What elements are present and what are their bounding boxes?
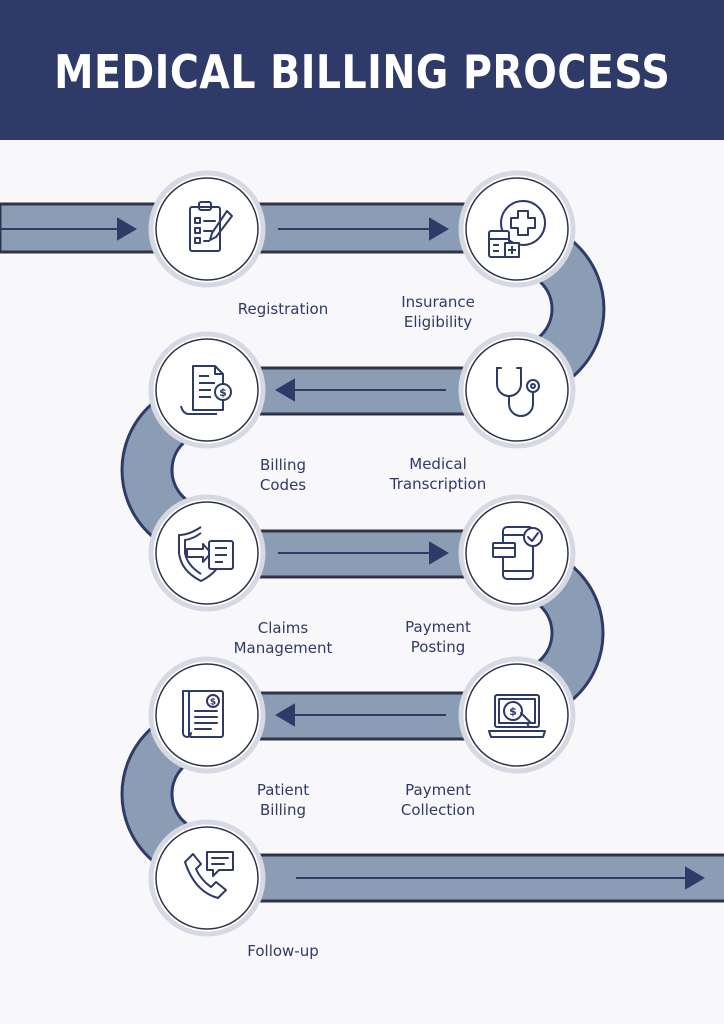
step-follow-up [148, 819, 266, 937]
label-medical-transcription: Medical Transcription [348, 454, 528, 494]
step-claims-management [148, 494, 266, 612]
label-line: Billing [260, 456, 306, 474]
header-banner: MEDICAL BILLING PROCESS [0, 0, 724, 140]
label-line: Follow-up [247, 942, 319, 960]
label-line: Posting [410, 638, 466, 656]
label-line: Transcription [389, 475, 487, 493]
label-billing-codes: Billing Codes [193, 455, 373, 495]
arrow-right-1 [117, 217, 137, 241]
step-patient-billing: $ [148, 656, 266, 774]
svg-text:$: $ [219, 386, 227, 399]
label-line: Payment [405, 618, 471, 636]
medical-cross-icon [488, 200, 546, 258]
phone-chat-icon [184, 851, 234, 899]
arrow-right-2 [429, 217, 449, 241]
label-line: Collection [400, 801, 476, 819]
label-registration: Registration [193, 299, 373, 319]
label-line: Insurance [401, 293, 475, 311]
step-insurance-eligibility [458, 170, 576, 288]
label-payment-collection: Payment Collection [348, 780, 528, 820]
step-medical-transcription [458, 331, 576, 449]
label-line: Payment [405, 781, 471, 799]
process-flow: $ [0, 170, 724, 937]
laptop-dollar-icon: $ [488, 694, 546, 738]
invoice-document-icon: $ [180, 365, 232, 415]
label-patient-billing: Patient Billing [193, 780, 373, 820]
step-registration [148, 170, 266, 288]
stethoscope-icon [496, 367, 540, 417]
label-line: Medical [409, 455, 467, 473]
label-line: Eligibility [403, 313, 473, 331]
arrow-left-1 [275, 378, 295, 402]
label-payment-posting: Payment Posting [348, 617, 528, 657]
label-line: Management [233, 639, 333, 657]
step-payment-collection: $ [458, 656, 576, 774]
label-line: Registration [237, 300, 329, 318]
arrow-right-3 [429, 541, 449, 565]
step-billing-codes: $ [148, 331, 266, 449]
label-line: Codes [259, 476, 307, 494]
page-title: MEDICAL BILLING PROCESS [53, 45, 671, 99]
label-line: Billing [260, 801, 306, 819]
label-follow-up: Follow-up [193, 941, 373, 961]
step-payment-posting [458, 494, 576, 612]
clipboard-checklist-icon [189, 201, 233, 252]
svg-text:$: $ [509, 705, 517, 718]
arrow-left-2 [275, 703, 295, 727]
shield-claim-icon [178, 526, 234, 582]
mobile-payment-icon [492, 526, 543, 580]
bill-receipt-icon: $ [182, 690, 224, 738]
label-line: Claims [257, 619, 309, 637]
arrow-right-4 [685, 866, 705, 890]
label-claims-management: Claims Management [193, 618, 373, 658]
label-line: Patient [256, 781, 310, 799]
label-insurance-eligibility: Insurance Eligibility [348, 292, 528, 332]
svg-text:$: $ [210, 698, 216, 708]
